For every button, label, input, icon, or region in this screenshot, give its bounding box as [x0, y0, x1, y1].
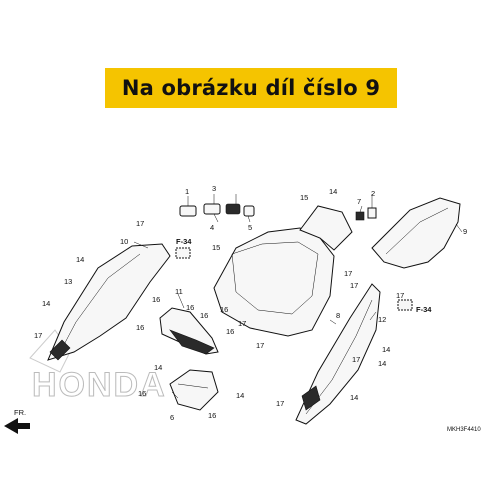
part-2-clip — [367, 207, 377, 219]
ref-label-left: F-34 — [176, 237, 192, 246]
callout-17-b: 17 — [34, 331, 42, 340]
callout-4: 4 — [210, 223, 214, 232]
center-storage-box — [213, 227, 335, 337]
callout-15-b: 15 — [212, 243, 220, 252]
front-arrow-icon — [4, 418, 30, 434]
callout-8: 8 — [336, 311, 340, 320]
callout-16-c: 16 — [136, 323, 144, 332]
callout-14-f: 14 — [382, 345, 390, 354]
callout-2: 2 — [371, 189, 375, 198]
callout-17-e: 17 — [396, 291, 404, 300]
callout-16-g: 16 — [138, 389, 146, 398]
rear-fender-9[interactable] — [371, 197, 461, 269]
part-4-clip — [203, 203, 221, 215]
left-side-cover — [47, 243, 171, 361]
callout-14-e: 14 — [236, 391, 244, 400]
callout-9: 9 — [463, 227, 467, 236]
callout-16-b: 16 — [186, 303, 194, 312]
callout-14-g: 14 — [378, 359, 386, 368]
diagram-code: MKH3F4410 — [447, 427, 481, 433]
ref-box-left — [175, 247, 191, 259]
inner-panel-11 — [159, 307, 219, 355]
callout-leaders — [133, 194, 463, 399]
callout-7: 7 — [357, 197, 361, 206]
callout-16-f: 16 — [226, 327, 234, 336]
callout-6: 6 — [170, 413, 174, 422]
callout-17-g: 17 — [276, 399, 284, 408]
storage-box-rim — [231, 241, 319, 315]
left-cover-ridge — [57, 253, 141, 357]
callout-16-h: 16 — [208, 411, 216, 420]
right-cover-dark — [301, 385, 321, 411]
front-arrow-label: FR. — [14, 408, 26, 417]
callout-14-d: 14 — [154, 363, 162, 372]
part-number-banner: Na obrázku díl číslo 9 — [105, 68, 397, 108]
part-7-nut — [355, 211, 365, 221]
part-1-grommet — [179, 205, 197, 217]
callout-5: 5 — [248, 223, 252, 232]
callout-11: 11 — [175, 287, 183, 296]
callout-13: 13 — [64, 277, 72, 286]
callout-14-b: 14 — [42, 299, 50, 308]
bracket-6 — [169, 369, 219, 411]
callout-16-d: 16 — [200, 311, 208, 320]
callout-10: 10 — [120, 237, 128, 246]
ref-box-right — [397, 299, 413, 311]
callout-15-a: 15 — [300, 193, 308, 202]
part-5-cap — [243, 205, 255, 217]
callout-17-h: 17 — [352, 355, 360, 364]
part-3-connector — [225, 203, 241, 215]
callout-16-e: 16 — [220, 305, 228, 314]
rear-fender-ridge — [385, 207, 449, 255]
callout-17-i: 17 — [238, 319, 246, 328]
inner-panel-11-dark — [169, 329, 215, 355]
callout-17-d: 17 — [350, 281, 358, 290]
callout-3: 3 — [212, 184, 216, 193]
callout-12: 12 — [378, 315, 386, 324]
ref-label-right: F-34 — [416, 305, 432, 314]
honda-watermark: HONDA — [32, 366, 167, 404]
callout-17-c: 17 — [344, 269, 352, 278]
callout-17-f: 17 — [256, 341, 264, 350]
storage-box-hinge — [299, 205, 353, 251]
left-cover-dark-tip — [49, 339, 71, 361]
callout-17-a: 17 — [136, 219, 144, 228]
callout-1: 1 — [185, 187, 189, 196]
bracket-6-detail — [177, 383, 209, 389]
callout-14-a: 14 — [76, 255, 84, 264]
callout-16-a: 16 — [152, 295, 160, 304]
banner-text: Na obrázku díl číslo 9 — [121, 76, 381, 100]
callout-14-c: 14 — [329, 187, 337, 196]
callout-14-h: 14 — [350, 393, 358, 402]
